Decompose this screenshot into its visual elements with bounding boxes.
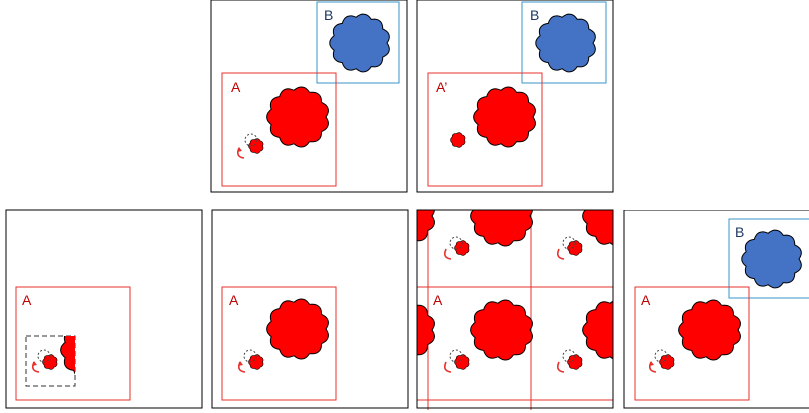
blue-blob (742, 230, 802, 288)
large-red-blob (474, 87, 536, 147)
rotation-arrow (558, 362, 564, 372)
label-a: A (231, 79, 241, 95)
label-a: A (229, 292, 239, 308)
large-red-blob (679, 300, 741, 360)
label-b: B (735, 224, 744, 240)
label-a-prime: A’ (436, 79, 447, 95)
large-red-blob (373, 186, 435, 246)
large-red-blob-partial (61, 320, 123, 380)
label-b: B (530, 7, 539, 23)
large-red-blob (373, 300, 435, 360)
panel-top-left: B A (211, 0, 407, 192)
panel-bottom-2: A (212, 210, 408, 408)
label-a: A (641, 292, 651, 308)
panel-bottom-4: B A (624, 210, 809, 408)
label-a: A (22, 292, 32, 308)
rotation-arrow (445, 362, 451, 372)
large-red-blob (471, 300, 533, 360)
panel-bottom-3-tiled: A (373, 186, 645, 410)
large-red-blob (267, 299, 329, 359)
rotation-arrow (445, 249, 451, 259)
label-b: B (324, 7, 333, 23)
blue-blob (536, 14, 596, 72)
blue-blob (330, 14, 390, 72)
rotation-arrow (558, 249, 564, 259)
label-a: A (433, 292, 443, 308)
small-red-blob (451, 133, 466, 148)
large-red-blob (471, 186, 533, 246)
large-red-blob (267, 87, 329, 147)
panel-top-right: B A’ (417, 0, 613, 192)
panel-frame (6, 210, 202, 408)
panel-bottom-1: A (6, 210, 202, 408)
